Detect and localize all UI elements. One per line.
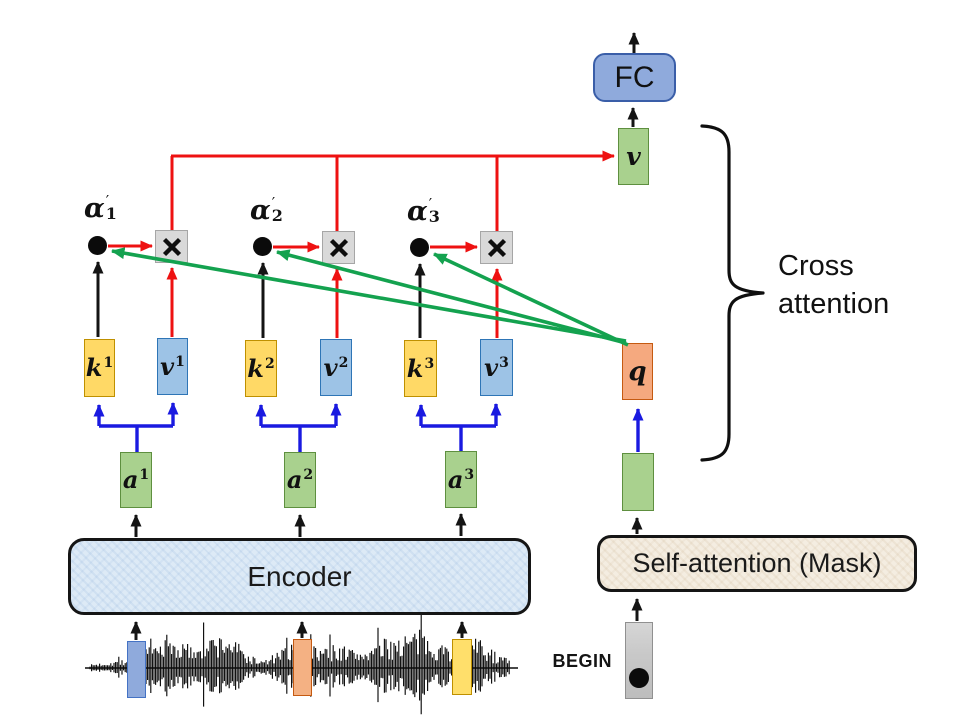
self-attention-block: Self-attention (Mask) — [597, 535, 917, 592]
blue-qkv-connectors — [93, 402, 644, 452]
multiply-2-box — [322, 231, 355, 264]
encoder-block: Encoder — [68, 538, 531, 615]
k3-box: k3 — [404, 340, 437, 397]
decoder-embedding-box — [622, 453, 654, 511]
multiply-icon — [162, 237, 181, 256]
alpha-3-label: α ′ 3 — [407, 195, 440, 227]
attention-weight-dot-1 — [88, 236, 107, 255]
a2-box: a2 — [284, 452, 316, 508]
multiply-icon — [329, 238, 348, 257]
cross-attention-label: Cross attention — [778, 250, 890, 320]
k1-box: k1 — [84, 339, 115, 397]
begin-token-box — [625, 622, 653, 699]
encoder-label: Encoder — [247, 560, 352, 592]
attention-weight-dot-3 — [410, 238, 429, 257]
query-label: q — [628, 356, 647, 387]
self-attention-label: Self-attention (Mask) — [632, 548, 882, 578]
alpha-1-label: α ′ 1 — [84, 192, 117, 224]
v3-box: v3 — [480, 339, 513, 396]
output-v-box: v — [618, 128, 649, 185]
multiply-1-box — [155, 230, 188, 263]
fc-label: FC — [614, 60, 655, 94]
audio-window-1 — [127, 641, 146, 698]
fc-box: FC — [593, 53, 676, 102]
attention-weight-dot-2 — [253, 237, 272, 256]
multiply-3-box — [480, 231, 513, 264]
output-v-label: v — [626, 142, 641, 171]
v1-box: v1 — [157, 338, 188, 395]
cross-attention-brace — [700, 124, 765, 462]
audio-window-2 — [293, 639, 312, 696]
a1-box: a1 — [120, 452, 152, 508]
v2-box: v2 — [320, 339, 352, 396]
begin-token-dot-icon — [629, 668, 649, 688]
alpha-2-label: α ′ 2 — [250, 194, 283, 226]
a3-box: a3 — [445, 451, 477, 508]
audio-window-3 — [452, 639, 472, 695]
begin-label: BEGIN — [552, 651, 612, 671]
query-box: q — [622, 343, 653, 400]
multiply-icon — [487, 238, 506, 257]
k2-box: k2 — [245, 340, 277, 397]
